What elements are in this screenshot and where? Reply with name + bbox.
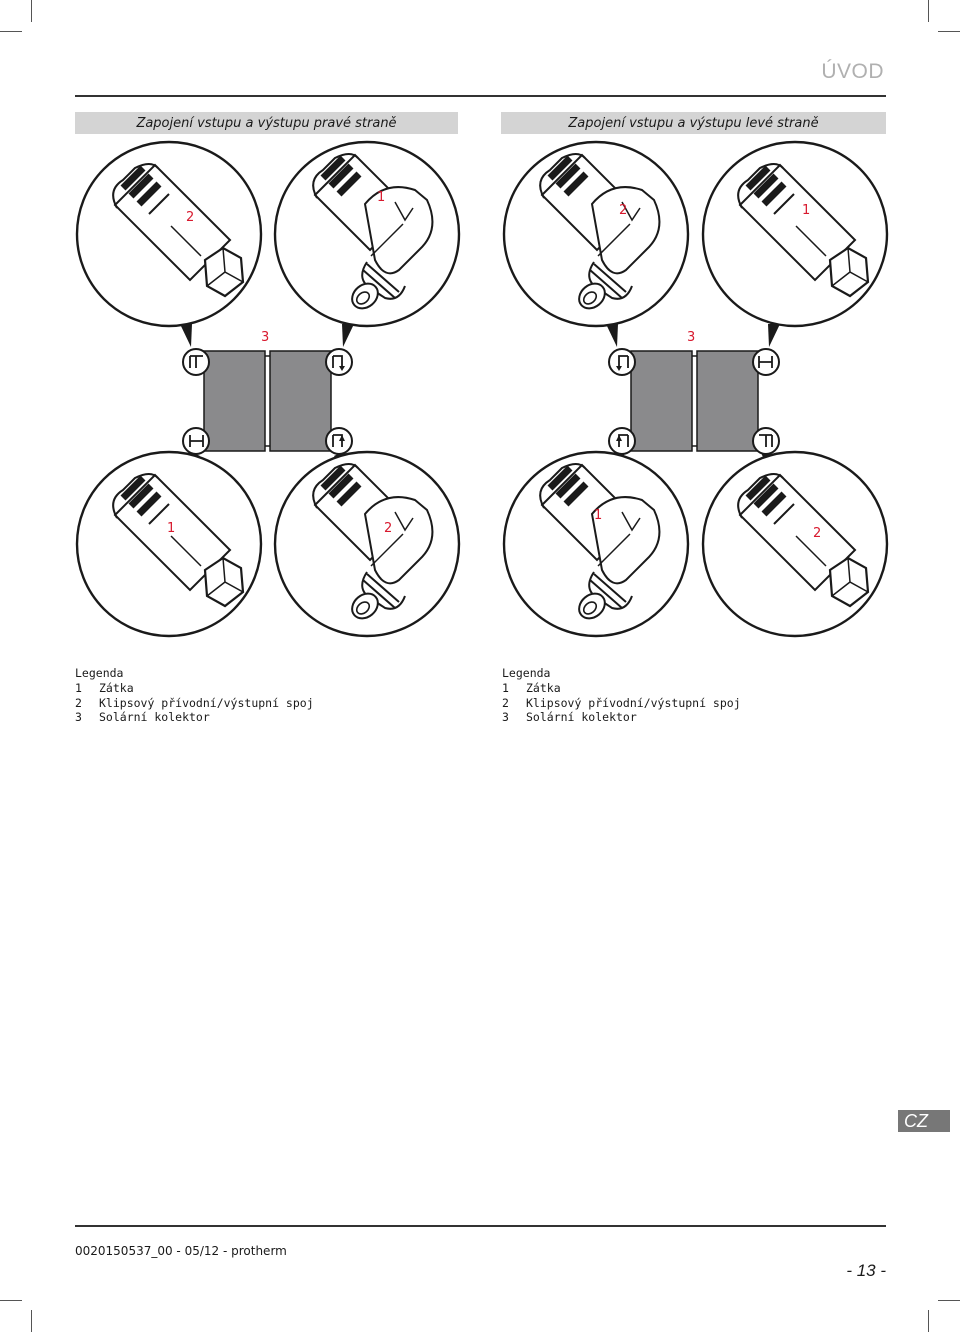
callout-pointer <box>180 324 192 347</box>
solar-collector <box>203 350 332 452</box>
label-right-top-left: 2 <box>186 210 194 225</box>
crop-mark <box>0 31 22 32</box>
header-rule <box>75 95 886 97</box>
label-right-bottom-left: 1 <box>167 521 175 536</box>
port-symbol <box>325 427 353 455</box>
language-badge: CZ <box>898 1110 950 1132</box>
crop-mark <box>0 1300 22 1301</box>
port-symbol <box>182 348 210 376</box>
label-left-bottom-right: 2 <box>813 526 821 541</box>
detail-circle-top-right <box>273 140 461 328</box>
legend-item: 2 Klipsový přívodní/výstupní spoj <box>502 695 741 710</box>
detail-circle-top-left <box>75 140 263 328</box>
legend-item: 3 Solární kolektor <box>75 710 210 725</box>
page-number: - 13 - <box>846 1261 886 1280</box>
callout-pointer <box>342 324 354 347</box>
label-left-top-right: 1 <box>802 203 810 218</box>
callout-pointer <box>768 324 780 347</box>
detail-circle-bottom-left <box>502 450 690 638</box>
crop-mark <box>928 1310 929 1332</box>
legend-item: 2 Klipsový přívodní/výstupní spoj <box>75 695 314 710</box>
crop-mark <box>938 31 960 32</box>
port-symbol <box>752 348 780 376</box>
detail-circle-top-left <box>502 140 690 328</box>
detail-circle-bottom-left <box>75 450 263 638</box>
detail-circle-bottom-right <box>273 450 461 638</box>
section-title: ÚVOD <box>821 60 884 83</box>
solar-collector <box>630 350 759 452</box>
legend-item: 1 Zátka <box>502 680 561 695</box>
port-symbol <box>608 427 636 455</box>
label-left-top-left: 2 <box>619 203 627 218</box>
legend-left: Legenda 1 Zátka 2 Klipsový přívodní/výst… <box>75 666 314 725</box>
port-symbol <box>325 348 353 376</box>
footer-rule <box>75 1225 886 1227</box>
label-left-collector: 3 <box>687 330 695 345</box>
crop-mark <box>31 1310 32 1332</box>
port-symbol <box>182 427 210 455</box>
detail-circle-top-right <box>701 140 889 328</box>
port-symbol <box>752 427 780 455</box>
connection-diagram: 2 1 3 1 2 2 1 3 1 2 <box>75 140 889 638</box>
crop-mark <box>31 0 32 22</box>
document-code: 0020150537_00 - 05/12 - protherm <box>75 1244 287 1258</box>
label-left-bottom-left: 1 <box>594 508 602 523</box>
label-right-bottom-right: 2 <box>384 521 392 536</box>
crop-mark <box>938 1300 960 1301</box>
label-right-top-right: 1 <box>377 190 385 205</box>
crop-mark <box>928 0 929 22</box>
legend-title: Legenda <box>502 666 551 680</box>
legend-item: 3 Solární kolektor <box>502 710 637 725</box>
header-right-side: Zapojení vstupu a výstupu pravé straně <box>75 112 458 134</box>
header-left-side: Zapojení vstupu a výstupu levé straně <box>501 112 886 134</box>
detail-circle-bottom-right <box>701 450 889 638</box>
callout-pointer <box>606 324 618 347</box>
label-right-collector: 3 <box>261 330 269 345</box>
legend-right: Legenda 1 Zátka 2 Klipsový přívodní/výst… <box>502 666 741 725</box>
legend-title: Legenda <box>75 666 124 680</box>
port-symbol <box>608 348 636 376</box>
legend-item: 1 Zátka <box>75 680 134 695</box>
